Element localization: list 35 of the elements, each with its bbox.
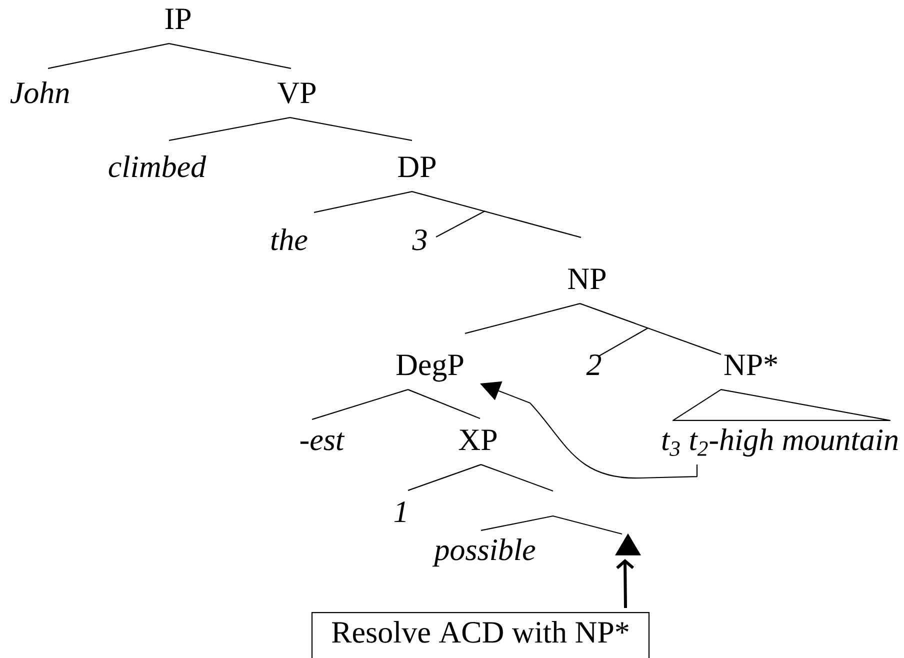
branch-line (598, 328, 648, 356)
node-label: IP (165, 8, 191, 29)
node-label: XP (458, 430, 497, 450)
branch-line (408, 389, 480, 419)
word: climbed (108, 155, 206, 178)
phrase-triangle (672, 389, 891, 421)
node-label: NP* (724, 354, 778, 375)
filled-triangle (615, 533, 641, 556)
branch-line (464, 303, 580, 334)
node-label: -est (300, 432, 345, 450)
arrow (616, 558, 634, 608)
branch-line (412, 191, 582, 238)
node-label: DP (398, 156, 436, 178)
branch-line (290, 117, 412, 141)
branch-line (312, 389, 408, 420)
branch-line (168, 43, 292, 69)
node-label: VP (278, 82, 316, 104)
branch-line (436, 210, 486, 238)
annotation-box: Resolve ACD with NP* (311, 612, 650, 658)
word: 3 (412, 229, 427, 250)
word: John (10, 81, 69, 104)
branch-line (314, 191, 412, 213)
branch-line (580, 303, 722, 355)
branch-line (48, 43, 170, 69)
node-label: DegP (396, 354, 464, 382)
branch-line (480, 515, 622, 535)
word: 2 (586, 354, 602, 375)
word: 1 (394, 502, 406, 522)
branch-line (408, 464, 482, 491)
node-label: NP (568, 268, 606, 289)
word: the (271, 228, 308, 250)
branch-line (168, 117, 290, 141)
word: possible (432, 538, 536, 567)
word: t$_{3}$ t$_{2}$-high mountain (662, 428, 898, 457)
branch-line (480, 464, 554, 492)
